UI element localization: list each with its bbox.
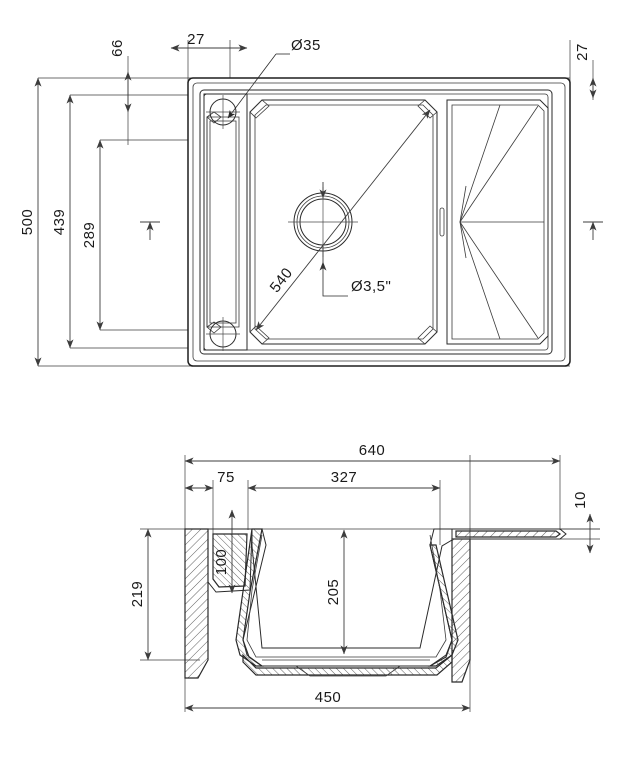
dim-label-35: Ø35 [291,37,321,54]
section-right-leg [451,538,471,683]
dim-label-100: 100 [213,549,230,576]
dim-label-27-right: 27 [574,43,591,61]
drainboard [439,99,549,345]
dim-label-439: 439 [51,209,68,236]
dim-label-500: 500 [19,209,36,236]
dim-label-450: 450 [315,689,342,706]
dim-label-327: 327 [331,469,358,486]
dim-label-10: 10 [572,491,589,509]
dim-label-205: 205 [325,579,342,606]
dim-label-66: 66 [109,39,126,57]
sink-bowl [249,99,438,345]
top-view-group [38,40,594,367]
dim-label-219: 219 [129,581,146,608]
dim-leader-drain: Ø3,5" [319,182,391,297]
section-drainboard-plate [451,528,567,540]
dim-label-640: 640 [359,442,386,459]
drainboard-grooves [459,104,544,340]
section-left-flange [184,528,209,679]
section-view-group [140,455,600,712]
dim-label-27-left: 27 [187,31,205,48]
dim-label-75: 75 [217,469,235,486]
section-view-dimensions: 640 75 327 10 219 100 205 450 [129,442,594,712]
dim-label-drain: Ø3,5" [351,278,391,295]
top-view-center-ticks [140,221,603,240]
section-bowl [235,528,459,677]
tap-ledge-panel [203,93,248,351]
dim-label-289: 289 [81,222,98,249]
tap-hole-lower [206,317,240,351]
dim-leader-35: Ø35 [227,37,321,119]
